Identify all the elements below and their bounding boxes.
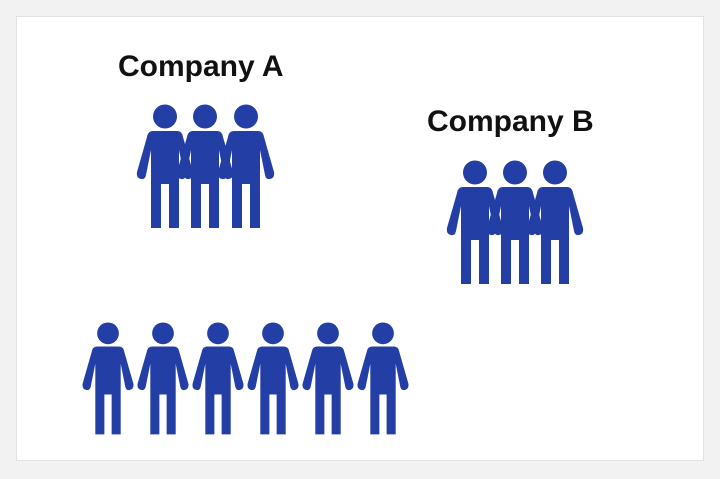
person-icon — [192, 322, 244, 435]
person-icon — [247, 322, 299, 435]
person-icon — [302, 322, 354, 435]
company-a-label: Company A — [118, 50, 284, 83]
person-icon — [176, 104, 234, 228]
person-icon — [137, 322, 189, 435]
company-b-label: Company B — [427, 105, 594, 138]
person-icon — [486, 160, 544, 284]
person-icon — [82, 322, 134, 435]
person-icon — [357, 322, 409, 435]
